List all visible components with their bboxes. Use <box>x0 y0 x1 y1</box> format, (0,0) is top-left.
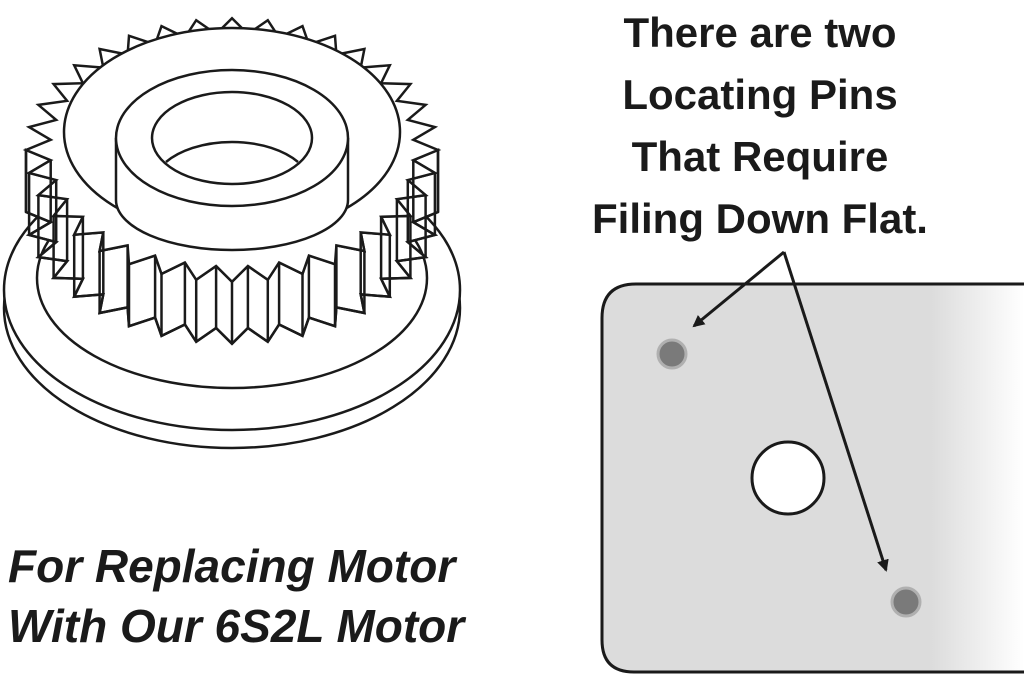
motor-caption: For Replacing Motor With Our 6S2L Motor <box>8 536 538 656</box>
hub-bore-depth <box>165 140 299 163</box>
note-line-2: Locating Pins <box>622 71 898 118</box>
locating-pin-lower <box>890 586 922 618</box>
arrow-to-lower-pin <box>782 251 889 572</box>
locating-pin-upper <box>656 338 688 370</box>
caption-line-2: With Our 6S2L Motor <box>8 600 465 652</box>
hub-bore <box>150 90 314 186</box>
motor-shaft-hole <box>750 440 826 516</box>
plate-outline <box>600 282 1024 674</box>
caption-line-1: For Replacing Motor <box>8 540 456 592</box>
gear-teeth-lines <box>24 150 440 346</box>
note-line-1: There are two <box>623 9 897 56</box>
gear-pulley-illustration <box>2 16 462 450</box>
arrow-to-upper-pin <box>692 250 785 328</box>
note-line-4: Filing Down Flat. <box>592 195 928 242</box>
motor-mounting-plate <box>600 282 1024 674</box>
locating-pins-note: There are two Locating Pins That Require… <box>540 2 980 250</box>
callout-arrows <box>692 250 889 572</box>
gear-teeth-bottom-edge <box>25 210 439 346</box>
note-line-3: That Require <box>631 133 889 180</box>
